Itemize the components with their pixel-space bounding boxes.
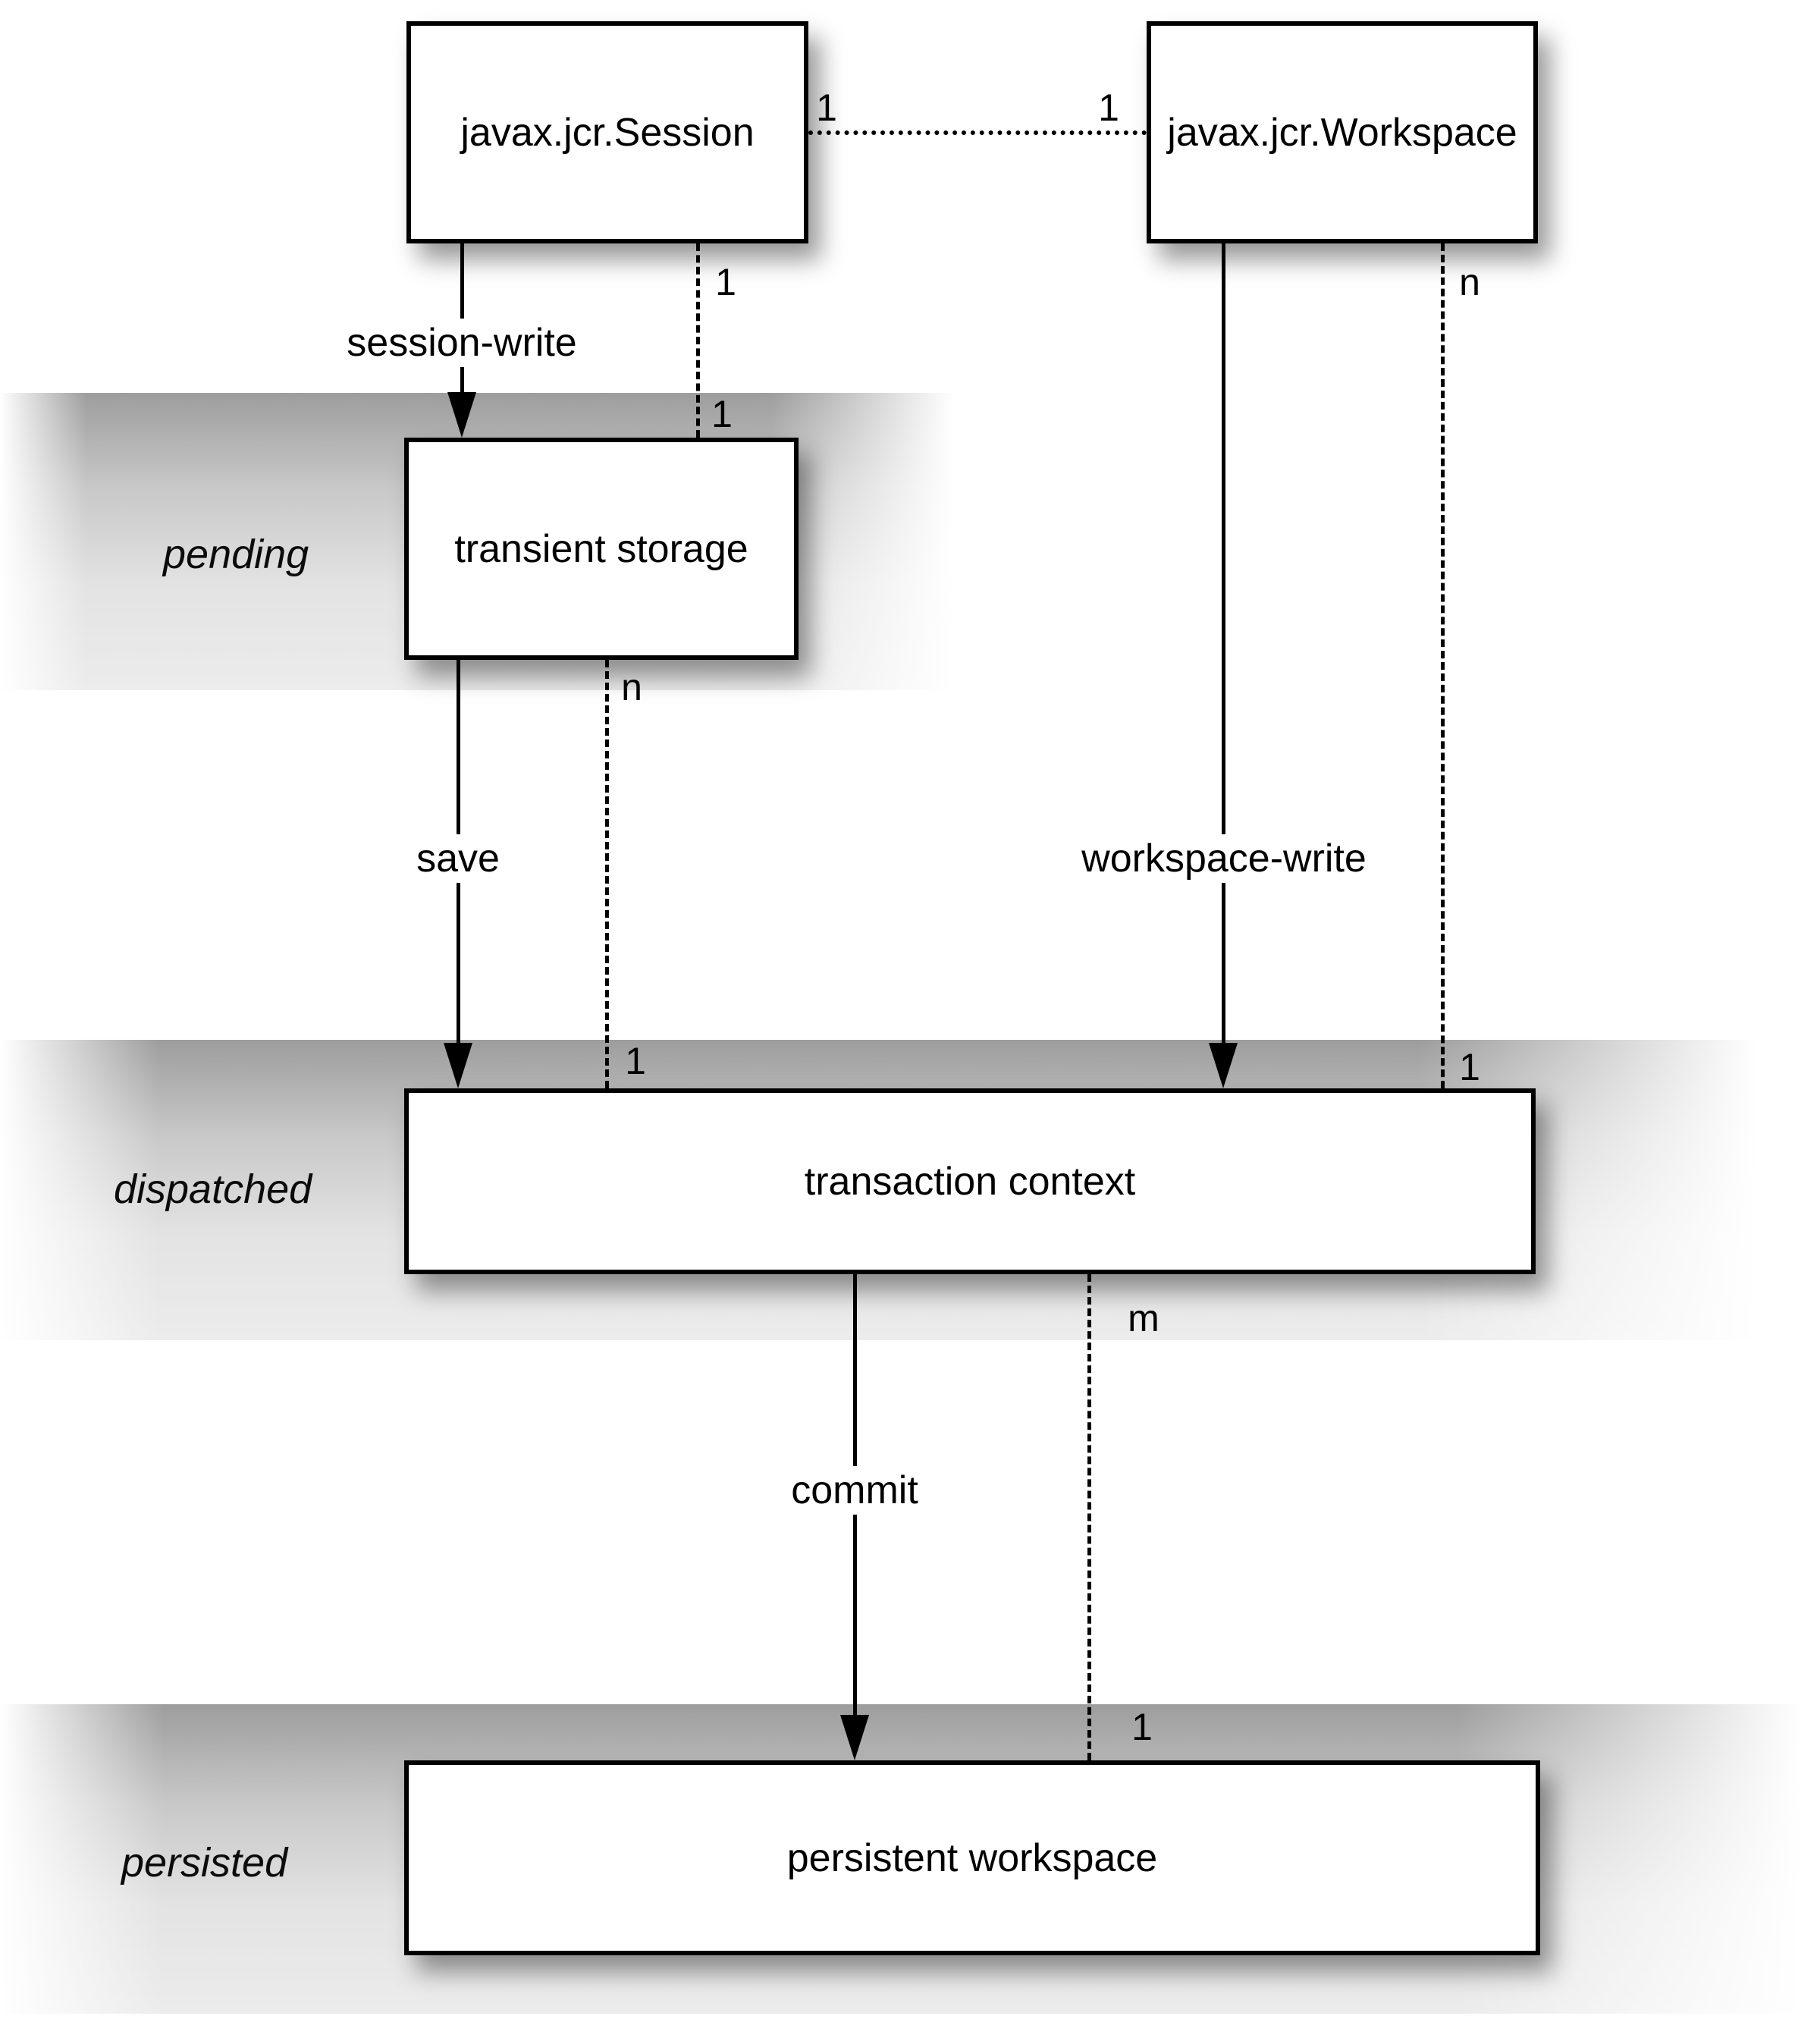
multiplicity-session-transient-top: 1 [715,261,736,303]
multiplicity-workspace-side: 1 [1098,86,1119,129]
multiplicity-transient-transaction-top: n [621,666,642,708]
multiplicity-session-side: 1 [816,86,837,129]
edge-save-arrowhead-icon [444,1043,472,1088]
band-label-pending: pending [163,532,309,577]
edge-commit-arrowhead-icon [840,1715,869,1760]
edge-session-write-arrowhead-icon [447,392,476,438]
multiplicity-session-transient-bottom: 1 [711,393,733,435]
node-session-label: javax.jcr.Session [460,110,755,155]
multiplicity-transaction-persistent-top: m [1128,1297,1159,1339]
node-workspace: javax.jcr.Workspace [1147,21,1538,243]
association-transaction-persistent-line [1087,1274,1091,1760]
node-persistent-workspace: persistent workspace [404,1760,1540,1955]
multiplicity-workspace-transaction-bottom: 1 [1459,1046,1480,1088]
association-session-transient-line [696,243,700,438]
edge-workspace-write-line [1222,243,1225,1044]
node-workspace-label: javax.jcr.Workspace [1167,110,1517,155]
node-transient-storage-label: transient storage [454,526,748,571]
association-session-workspace-line [808,130,1147,135]
multiplicity-workspace-transaction-top: n [1459,261,1480,303]
band-label-dispatched: dispatched [114,1166,312,1212]
multiplicity-transaction-persistent-bottom: 1 [1131,1706,1153,1748]
edge-session-write-label: session-write [336,319,588,367]
edge-save-label: save [406,834,510,883]
node-session: javax.jcr.Session [406,21,808,243]
association-workspace-transaction-line [1441,243,1445,1088]
edge-workspace-write-label: workspace-write [1071,834,1377,883]
node-transient-storage: transient storage [404,438,799,660]
node-transaction-context-label: transaction context [804,1159,1136,1204]
node-transaction-context: transaction context [404,1088,1536,1274]
node-persistent-workspace-label: persistent workspace [786,1835,1158,1880]
edge-workspace-write-arrowhead-icon [1209,1043,1238,1088]
multiplicity-transient-transaction-bottom: 1 [625,1040,646,1082]
band-label-persisted: persisted [121,1840,288,1886]
edge-commit-label: commit [780,1466,929,1515]
association-transient-transaction-line [605,660,609,1088]
